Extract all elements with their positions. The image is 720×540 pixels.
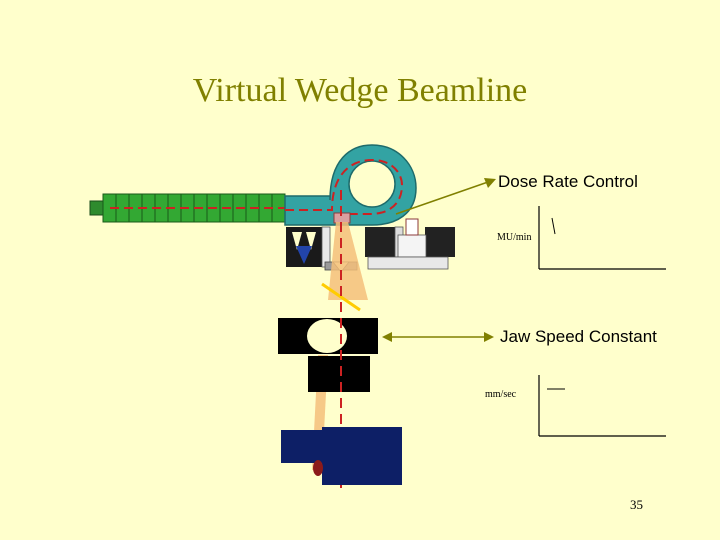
patient-phantom [281,427,402,485]
dose-rate-curve [551,217,556,235]
dose-rate-graph [538,206,666,270]
bending-magnet [284,144,417,226]
dose-rate-arrow [395,178,496,215]
collimator-jaws [278,318,378,392]
beam-fan [328,222,368,300]
jaw-speed-arrow [382,332,494,342]
page-number: 35 [630,497,643,512]
dose-rate-label: Dose Rate Control [498,172,638,191]
treatment-head [286,218,455,273]
wedge-line [321,282,361,312]
dose-rate-unit: MU/min [497,232,532,243]
slide-title: Virtual Wedge Beamline [192,72,528,109]
jaw-speed-label: Jaw Speed Constant [500,327,657,346]
jaw-speed-unit: mm/sec [485,389,517,400]
accelerator-waveguide [89,193,286,223]
jaw-speed-graph [538,375,666,437]
